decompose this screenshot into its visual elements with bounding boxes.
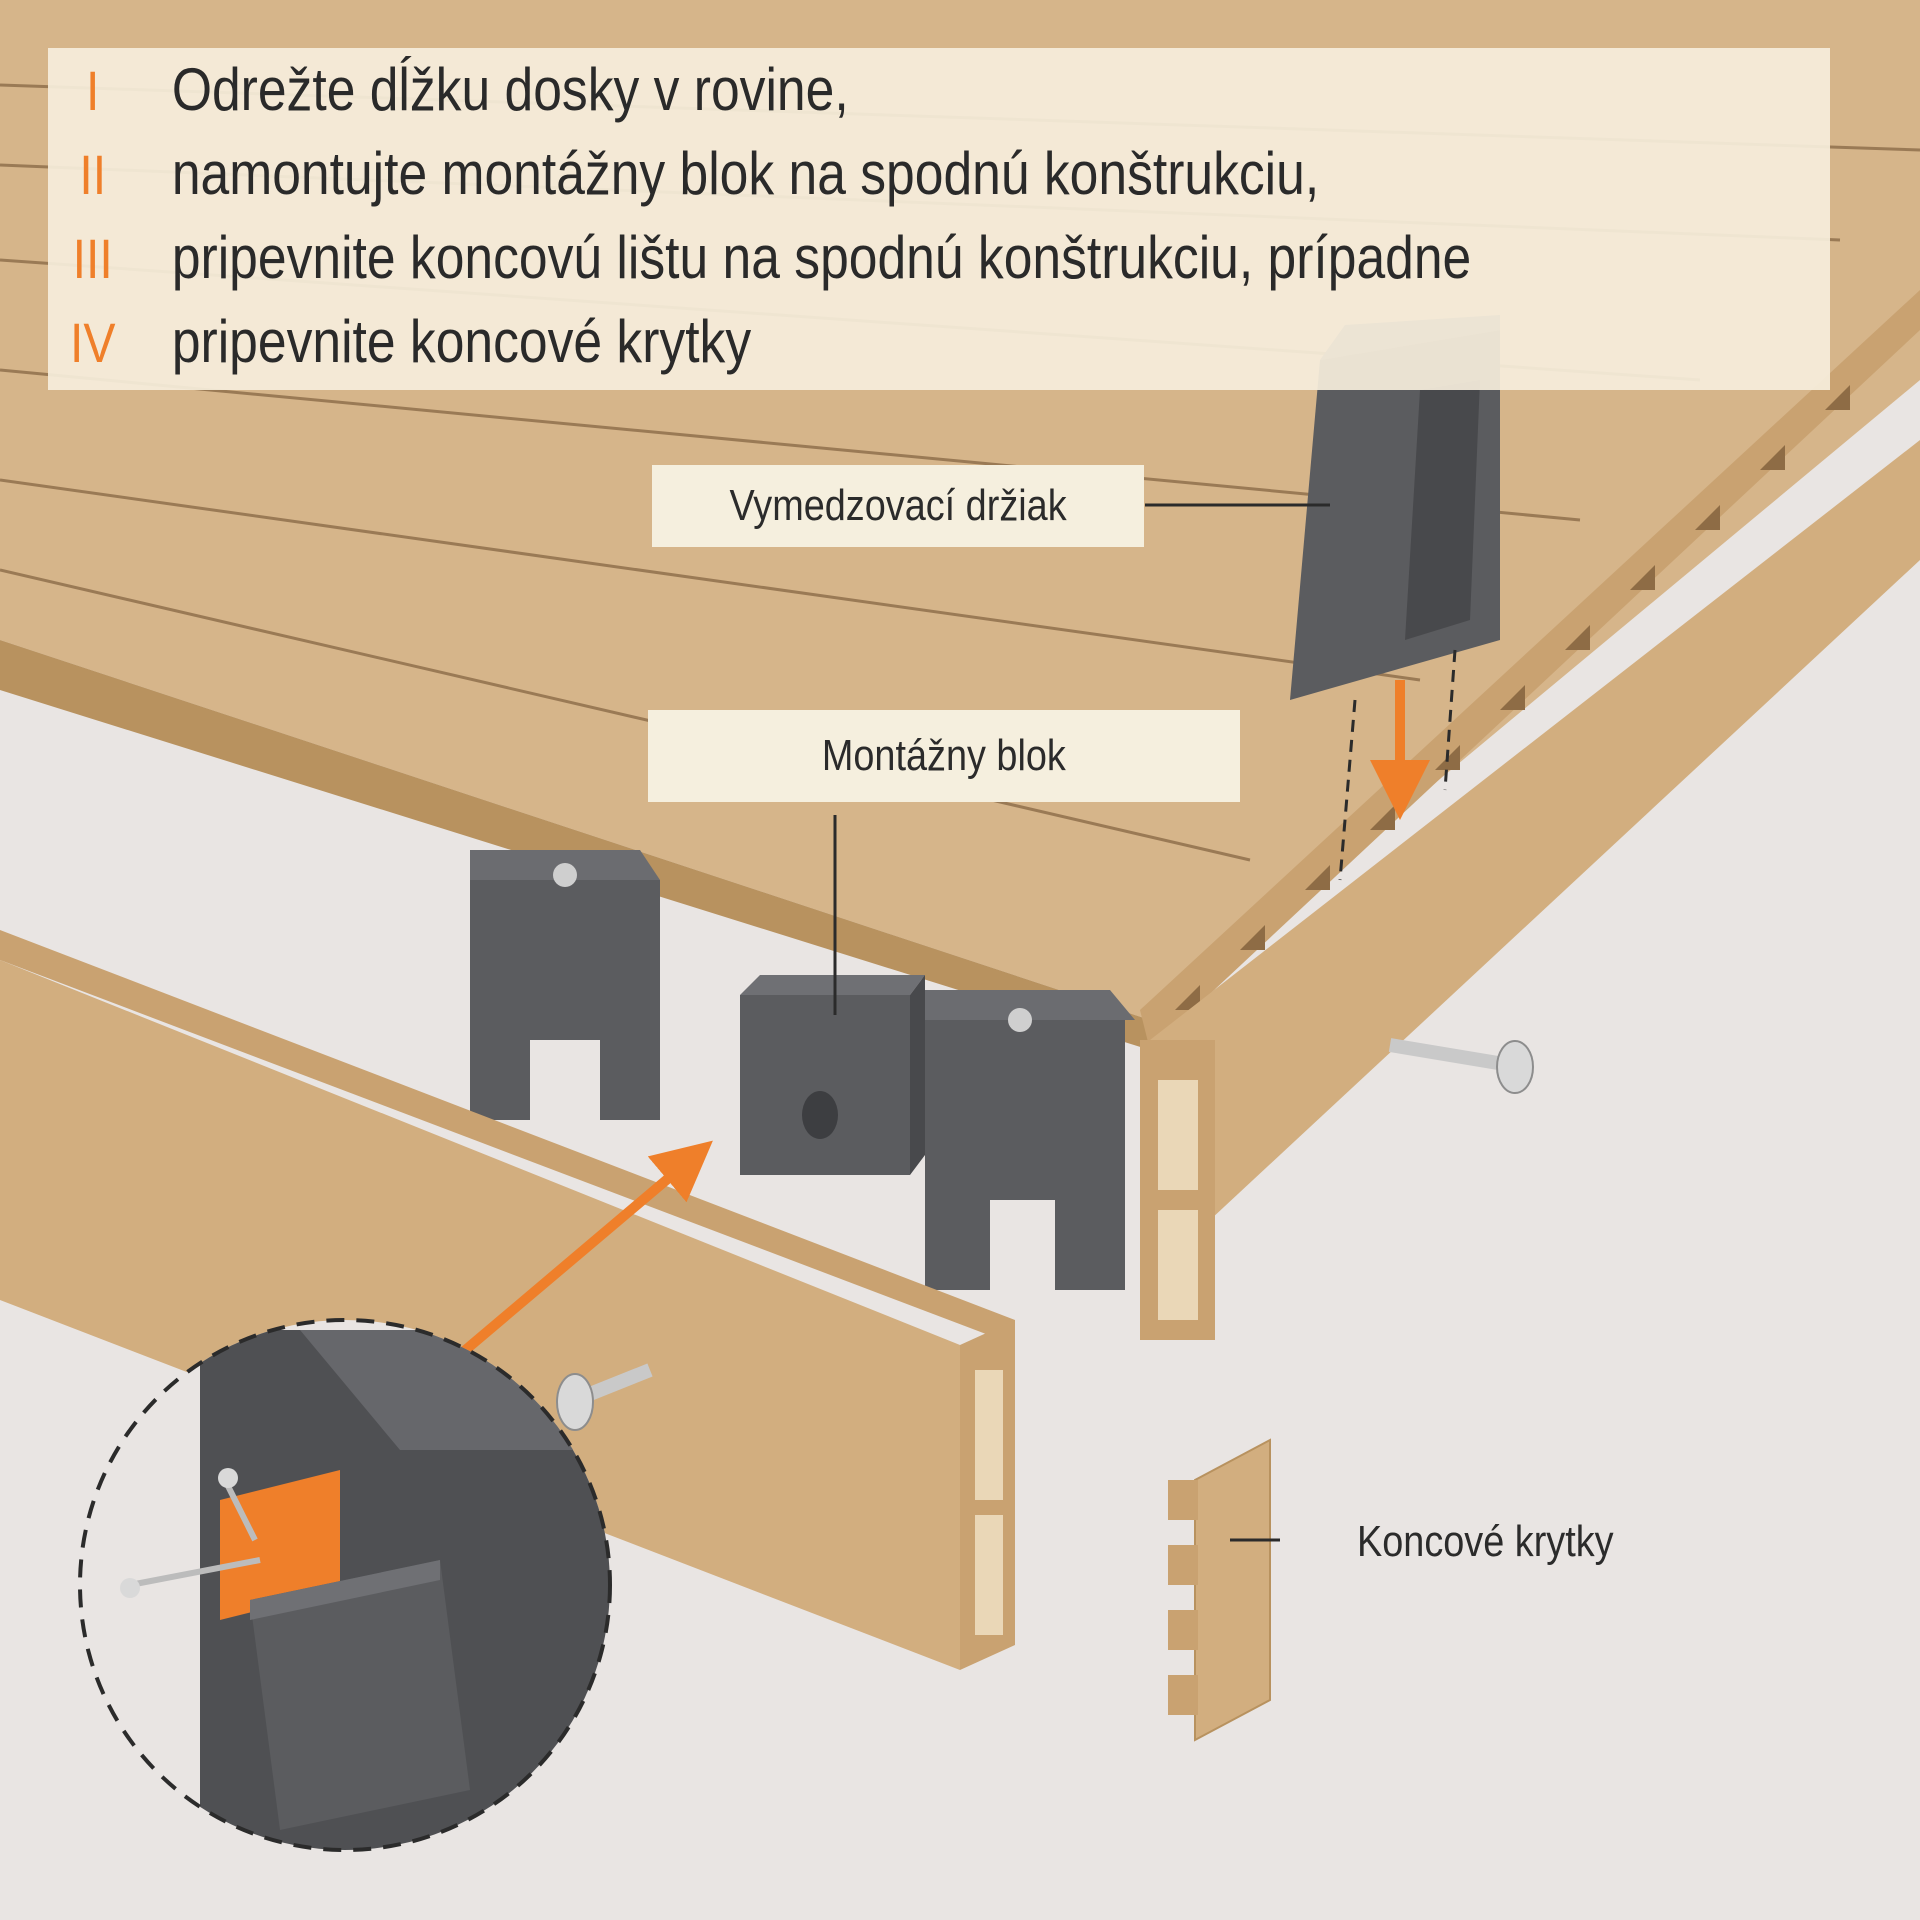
spacer-holder-label: Vymedzovací držiak: [652, 465, 1144, 547]
step-1-text: Odrežte dĺžku dosky v rovine,: [171, 56, 849, 123]
front-fascia-hollows: [975, 1370, 1003, 1635]
end-strip: [1140, 290, 1920, 1050]
step-1-number: I: [86, 59, 100, 122]
mounting-bracket-left: [470, 850, 660, 1120]
step-2-number: II: [79, 143, 107, 206]
front-fascia-board-top: [0, 930, 1015, 1345]
end-cap-part: [1168, 1438, 1271, 1742]
step-3-number: III: [72, 227, 113, 290]
step-4-text: pripevnite koncové krytky: [171, 308, 752, 375]
mounting-bracket-right: [925, 990, 1135, 1290]
spacer-holder-label-text: Vymedzovací držiak: [729, 481, 1067, 530]
instruction-steps-panel: I Odrežte dĺžku dosky v rovine, II namontu…: [48, 48, 1830, 390]
right-fascia-board-face: [1150, 440, 1920, 1220]
step-4: IV pripevnite koncové krytky: [48, 300, 751, 384]
step-2-text: namontujte montážny blok na spodnú konšt…: [171, 140, 1320, 207]
step-3: III pripevnite koncovú lištu na spodnú ko…: [48, 216, 1472, 300]
step-3-text: pripevnite koncovú lištu na spodnú konšt…: [171, 224, 1472, 291]
spacer-guide-lines: [1338, 649, 1457, 881]
deck-front-edge: [0, 640, 1150, 1050]
detail-zoom-circle: [78, 1318, 612, 1852]
front-fascia-board-face: [0, 960, 960, 1670]
step-2: II namontujte montážny blok na spodnú kon…: [48, 132, 1319, 216]
leader-lines: [833, 503, 1330, 1542]
right-fascia-hollows: [1158, 1080, 1198, 1320]
fascia-screw: [1388, 1038, 1534, 1094]
front-fascia-screw: [556, 1363, 653, 1431]
mounting-block-label: Montážny blok: [648, 710, 1240, 802]
step-4-number: IV: [69, 311, 116, 374]
end-caps-label: Koncové krytky: [1357, 1517, 1614, 1566]
step-1: I Odrežte dĺžku dosky v rovine,: [48, 48, 849, 132]
mounting-block-label-text: Montážny blok: [821, 731, 1066, 780]
mounting-block-shape: [740, 975, 925, 1175]
fascia-insert-arrow: [426, 1140, 713, 1384]
